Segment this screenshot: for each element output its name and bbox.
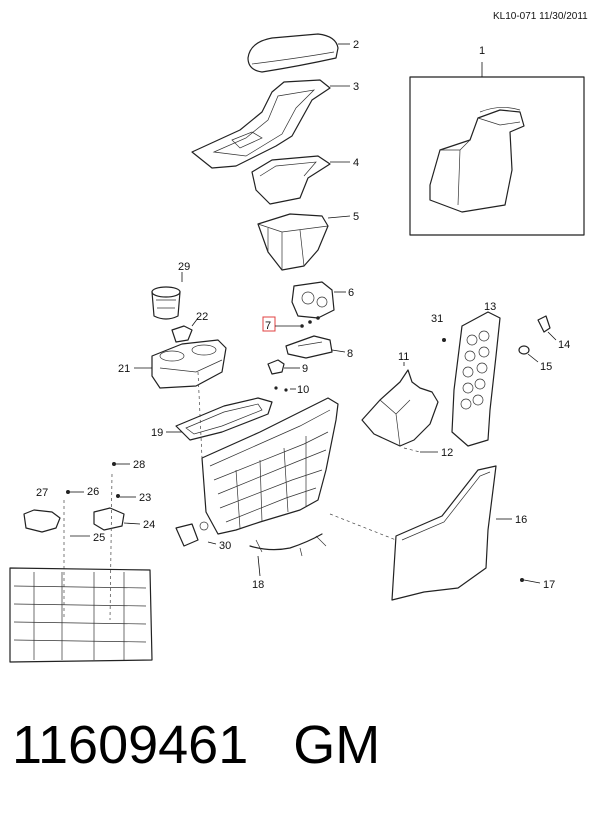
callout-9: 9	[302, 363, 308, 375]
callout-29: 29	[178, 261, 190, 273]
callout-18: 18	[252, 579, 264, 591]
callout-7-highlight	[262, 316, 276, 332]
callout-26: 26	[87, 486, 99, 498]
callout-7: 7	[265, 320, 271, 332]
inset-view	[409, 62, 585, 236]
part-number: 11609461	[12, 715, 249, 775]
callout-labels: 1 2 3 4 5 6 7 8 9 10 11 12 13 14 15 16 1…	[36, 39, 570, 591]
callout-10: 10	[297, 384, 309, 396]
clip-9	[267, 359, 300, 375]
armrest-lid	[247, 33, 350, 73]
trim-plate	[191, 79, 350, 169]
callout-28: 28	[133, 459, 145, 471]
callout-27: 27	[36, 487, 48, 499]
callout-2: 2	[353, 39, 359, 51]
callout-3: 3	[353, 81, 359, 93]
switch	[171, 317, 199, 343]
connector-30	[175, 521, 217, 547]
callout-24: 24	[143, 519, 155, 531]
mount-brackets	[23, 462, 141, 621]
callout-11: 11	[398, 351, 409, 363]
callout-21: 21	[118, 363, 130, 375]
carpet-panel	[329, 465, 512, 601]
callout-22: 22	[196, 311, 208, 323]
callout-16: 16	[515, 514, 527, 526]
callout-23: 23	[139, 492, 151, 504]
callout-13: 13	[484, 301, 496, 313]
shift-trim	[166, 397, 273, 441]
inset-frame	[409, 76, 585, 236]
callout-12: 12	[441, 447, 453, 459]
callout-17: 17	[543, 579, 555, 591]
callout-6: 6	[348, 287, 354, 299]
callout-1: 1	[479, 45, 485, 57]
side-bracket	[361, 362, 439, 453]
callout-30: 30	[219, 540, 231, 552]
callout-19: 19	[151, 427, 163, 439]
callout-15: 15	[540, 361, 552, 373]
callout-31: 31	[431, 313, 443, 325]
bracket-8	[285, 335, 346, 359]
inset-console	[429, 109, 525, 213]
screw-31	[442, 338, 446, 342]
storage-tray	[251, 155, 350, 205]
callout-5: 5	[353, 211, 359, 223]
screws-7	[262, 316, 320, 332]
callout-25: 25	[93, 532, 105, 544]
console-body	[197, 371, 339, 535]
callout-8: 8	[347, 348, 353, 360]
part-caption: 11609461 GM	[12, 714, 380, 776]
cupholder	[134, 339, 227, 389]
brand-name: GM	[293, 715, 381, 775]
callout-4: 4	[353, 157, 359, 169]
screws-10	[274, 386, 296, 392]
floor-pan	[9, 567, 153, 663]
clip-14	[537, 315, 557, 341]
wire-harness	[249, 533, 327, 577]
aux-module	[291, 281, 346, 319]
callout-14: 14	[558, 339, 570, 351]
screw-17	[520, 578, 541, 584]
cup-insert	[151, 272, 183, 320]
reference-code: KL10-071 11/30/2011	[493, 11, 588, 22]
storage-bin	[257, 213, 351, 271]
side-panel	[451, 311, 501, 447]
clip-15	[518, 345, 539, 363]
